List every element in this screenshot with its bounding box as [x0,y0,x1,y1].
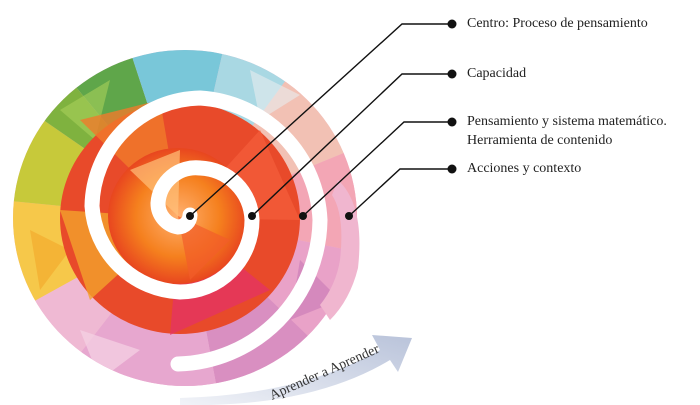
label-pensamiento-line2: Herramienta de contenido [467,133,613,148]
label-dot-acciones [447,164,457,174]
marker-dot-capacidad [248,212,256,220]
marker-dot-centro [186,212,194,220]
marker-dot-acciones [345,212,353,220]
label-pensamiento-line1: Pensamiento y sistema matemático. [467,114,667,129]
label-acciones: Acciones y contexto [467,161,582,176]
leader-lines [189,23,450,217]
spiral-gap [84,90,328,372]
spiral-markers [186,212,353,220]
marker-dot-pensamiento [299,212,307,220]
label-markers [447,19,457,174]
label-centro: Centro: Proceso de pensamiento [467,16,648,31]
label-dot-centro [447,19,457,29]
label-dot-capacidad [447,69,457,79]
learning-arrow [180,335,412,405]
label-capacidad: Capacidad [467,66,527,81]
label-dot-pensamiento [447,117,457,127]
